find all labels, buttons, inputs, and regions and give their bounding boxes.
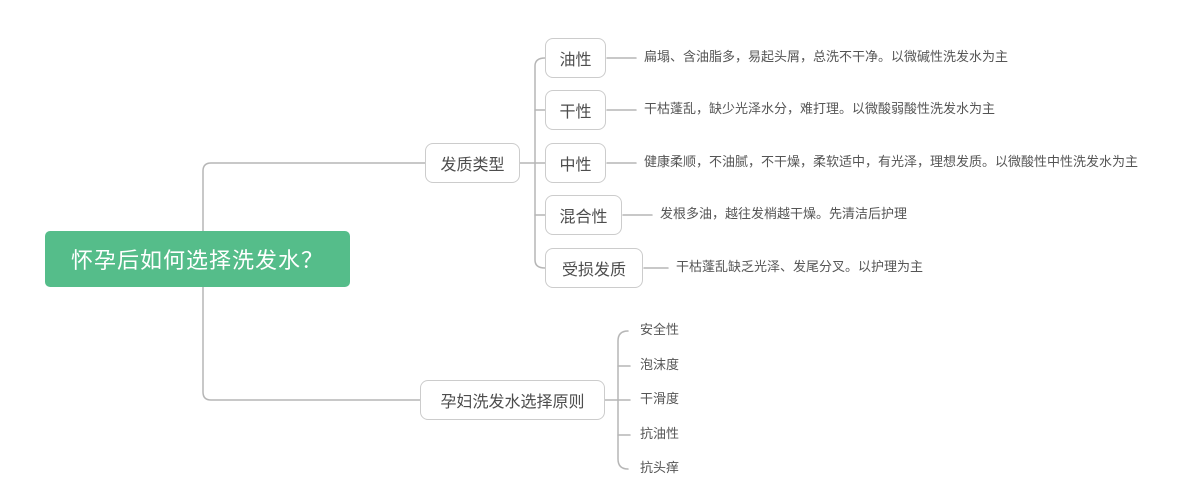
hair-type-node[interactable]: 混合性 [545,195,622,235]
hair-type-node[interactable]: 干性 [545,90,606,130]
principle-item[interactable]: 泡沫度 [640,358,680,373]
principle-item[interactable]: 抗头痒 [640,461,680,476]
branch-node-principles[interactable]: 孕妇洗发水选择原则 [420,380,605,420]
root-topic-node[interactable]: 怀孕后如何选择洗发水？ [45,231,350,287]
hair-type-description[interactable]: 干枯蓬乱，缺少光泽水分，难打理。以微酸弱酸性洗发水为主 [644,102,996,117]
hair-type-description[interactable]: 扁塌、含油脂多，易起头屑，总洗不干净。以微碱性洗发水为主 [644,50,1009,65]
hair-type-node[interactable]: 油性 [545,38,606,78]
principle-item[interactable]: 干滑度 [640,392,680,407]
hair-type-description[interactable]: 干枯蓬乱缺乏光泽、发尾分叉。以护理为主 [676,260,924,275]
branch1-spine [534,57,546,269]
principle-item[interactable]: 安全性 [640,323,680,338]
hair-type-description[interactable]: 健康柔顺，不油腻，不干燥，柔软适中，有光泽，理想发质。以微酸性中性洗发水为主 [644,155,1139,170]
branch2-spine [617,330,629,470]
principle-item[interactable]: 抗油性 [640,427,680,442]
hair-type-description[interactable]: 发根多油，越往发梢越干燥。先清洁后护理 [660,207,908,222]
hair-type-node[interactable]: 受损发质 [545,248,643,288]
hair-type-node[interactable]: 中性 [545,143,606,183]
branch-node-hair-types[interactable]: 发质类型 [425,143,520,183]
